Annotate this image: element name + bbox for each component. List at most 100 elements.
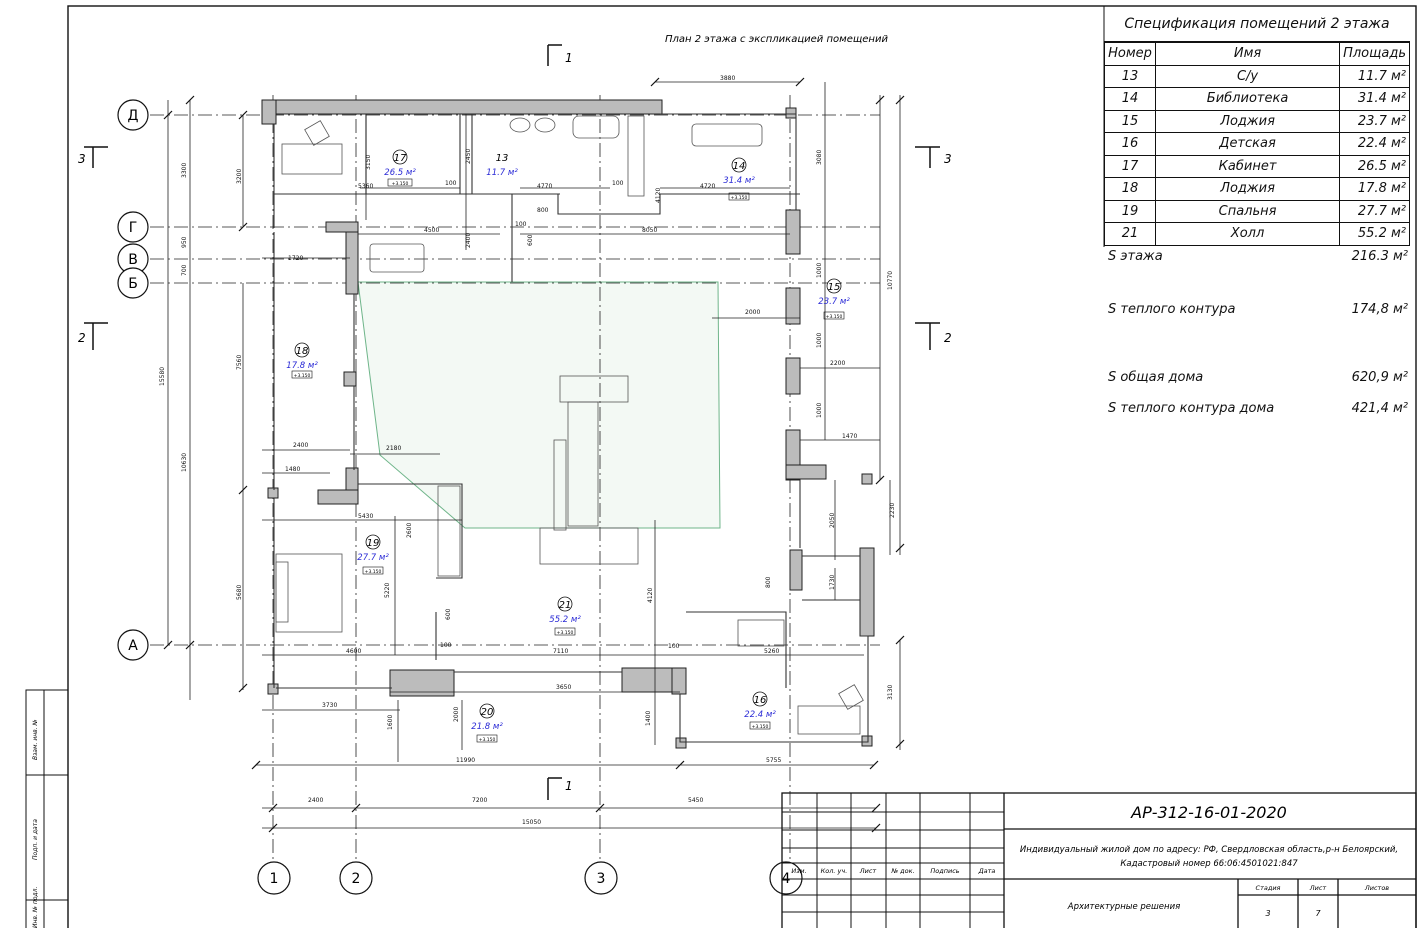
svg-text:4600: 4600 [346, 648, 361, 655]
total-house-value: 620,9 м² [1351, 370, 1408, 385]
total-house-area: S общая дома 620,9 м² [1108, 370, 1408, 385]
room-area-20: 21.8 м² [471, 722, 503, 732]
total-warm-label: S теплого контура [1108, 302, 1236, 317]
svg-text:4720: 4720 [700, 183, 715, 190]
svg-text:800: 800 [537, 207, 549, 214]
svg-text:4120: 4120 [647, 588, 654, 603]
total-house-label: S общая дома [1108, 370, 1204, 385]
svg-text:1000: 1000 [816, 403, 823, 418]
plan-title: План 2 этажа с экспликацией помещений [665, 34, 888, 45]
svg-text:2400: 2400 [293, 442, 308, 449]
svg-text:2450: 2450 [465, 149, 472, 164]
room-number-20: 20 [481, 707, 494, 718]
total-floor-label: S этажа [1108, 249, 1163, 264]
section-mark-3-right: 3 [944, 152, 952, 166]
svg-text:10770: 10770 [887, 271, 894, 290]
room-area-14: 31.4 м² [723, 176, 755, 186]
svg-text:2600: 2600 [406, 523, 413, 538]
room-number-16: 16 [754, 695, 767, 706]
svg-text:3200: 3200 [236, 169, 243, 184]
section-mark-2-left: 2 [78, 331, 86, 345]
section-mark-1-bottom: 1 [565, 779, 573, 793]
room-number-14: 14 [733, 161, 746, 172]
room-number-21: 21 [559, 600, 572, 611]
svg-text:15580: 15580 [159, 367, 166, 386]
svg-text:5260: 5260 [764, 648, 779, 655]
total-warm-value: 174,8 м² [1351, 302, 1408, 317]
svg-text:800: 800 [765, 576, 772, 588]
stamp-col-sign: Подпись [930, 867, 959, 875]
svg-text:5755: 5755 [766, 757, 781, 764]
room-area-13: 11.7 м² [486, 168, 518, 178]
spec-col-area: Площадь [1339, 42, 1410, 66]
stamp-col-kol: Кол. уч. [821, 867, 848, 875]
svg-text:2050: 2050 [829, 513, 836, 528]
svg-text:2000: 2000 [745, 309, 760, 316]
svg-text:2180: 2180 [386, 445, 401, 452]
svg-text:1720: 1720 [288, 255, 303, 262]
svg-text:3300: 3300 [181, 163, 188, 178]
room-number-18: 18 [296, 346, 309, 357]
total-warm-house-label: S теплого контура дома [1108, 401, 1275, 416]
total-warm-house-value: 421,4 м² [1351, 401, 1408, 416]
room-area-18: 17.8 м² [286, 361, 318, 371]
axis-label-G: Г [129, 220, 138, 236]
svg-text:4120: 4120 [655, 188, 662, 203]
stamp-col-doc: № док. [890, 867, 914, 875]
svg-text:100: 100 [612, 180, 624, 187]
side-label-sign: Подп. и дата [32, 819, 39, 860]
svg-text:600: 600 [445, 608, 452, 620]
section-mark-2-right: 2 [944, 331, 952, 345]
room-level-20: +3.150 [479, 737, 496, 743]
svg-text:5680: 5680 [236, 585, 243, 600]
stamp-desc-line1: Индивидуальный жилой дом по адресу: РФ, … [1020, 845, 1398, 855]
svg-text:950: 950 [181, 236, 188, 248]
svg-text:5220: 5220 [384, 583, 391, 598]
room-area-17: 26.5 м² [384, 168, 416, 178]
total-floor-value: 216.3 м² [1351, 249, 1408, 264]
svg-text:10630: 10630 [181, 453, 188, 472]
svg-text:1480: 1480 [285, 466, 300, 473]
axis-label-D: Д [128, 108, 139, 124]
room-number-15: 15 [828, 282, 841, 293]
room-level-18: +3.150 [294, 373, 311, 379]
svg-text:4770: 4770 [537, 183, 552, 190]
stamp-col-izm: Изм. [791, 867, 806, 875]
svg-text:3730: 3730 [322, 702, 337, 709]
axis-label-2: 2 [352, 871, 361, 887]
svg-text:100: 100 [440, 642, 452, 649]
svg-text:3080: 3080 [816, 150, 823, 165]
room-number-19: 19 [367, 538, 380, 549]
room-specification: Спецификация помещений 2 этажа Номер Имя… [1104, 7, 1410, 247]
svg-text:2200: 2200 [830, 360, 845, 367]
room-area-15: 23.7 м² [818, 297, 850, 307]
svg-text:2400: 2400 [465, 233, 472, 248]
svg-text:3650: 3650 [556, 684, 571, 691]
room-area-21: 55.2 м² [549, 615, 581, 625]
svg-text:3130: 3130 [887, 685, 894, 700]
stamp-stage-header: Стадия [1256, 884, 1281, 892]
svg-text:3880: 3880 [720, 75, 735, 82]
total-warm-area: S теплого контура 174,8 м² [1108, 302, 1408, 317]
svg-text:7560: 7560 [236, 355, 243, 370]
room-area-16: 22.4 м² [744, 710, 776, 720]
svg-text:600: 600 [527, 234, 534, 246]
spec-col-name: Имя [1154, 42, 1341, 66]
svg-text:7110: 7110 [553, 648, 568, 655]
room-level-14: +3.150 [731, 195, 748, 201]
stamp-sheet-header: Лист [1309, 884, 1327, 892]
room-level-19: +3.150 [365, 569, 382, 575]
room-level-21: +3.150 [557, 630, 574, 636]
svg-text:1000: 1000 [816, 263, 823, 278]
dimension-labels: 3880 5360 4770 4720 4500 8050 1720 2000 … [285, 75, 857, 826]
sheet-frame [67, 5, 1417, 933]
svg-text:2400: 2400 [308, 797, 323, 804]
stamp-desc-line2: Кадастровый номер 66:06:4501021:847 [1120, 859, 1298, 869]
